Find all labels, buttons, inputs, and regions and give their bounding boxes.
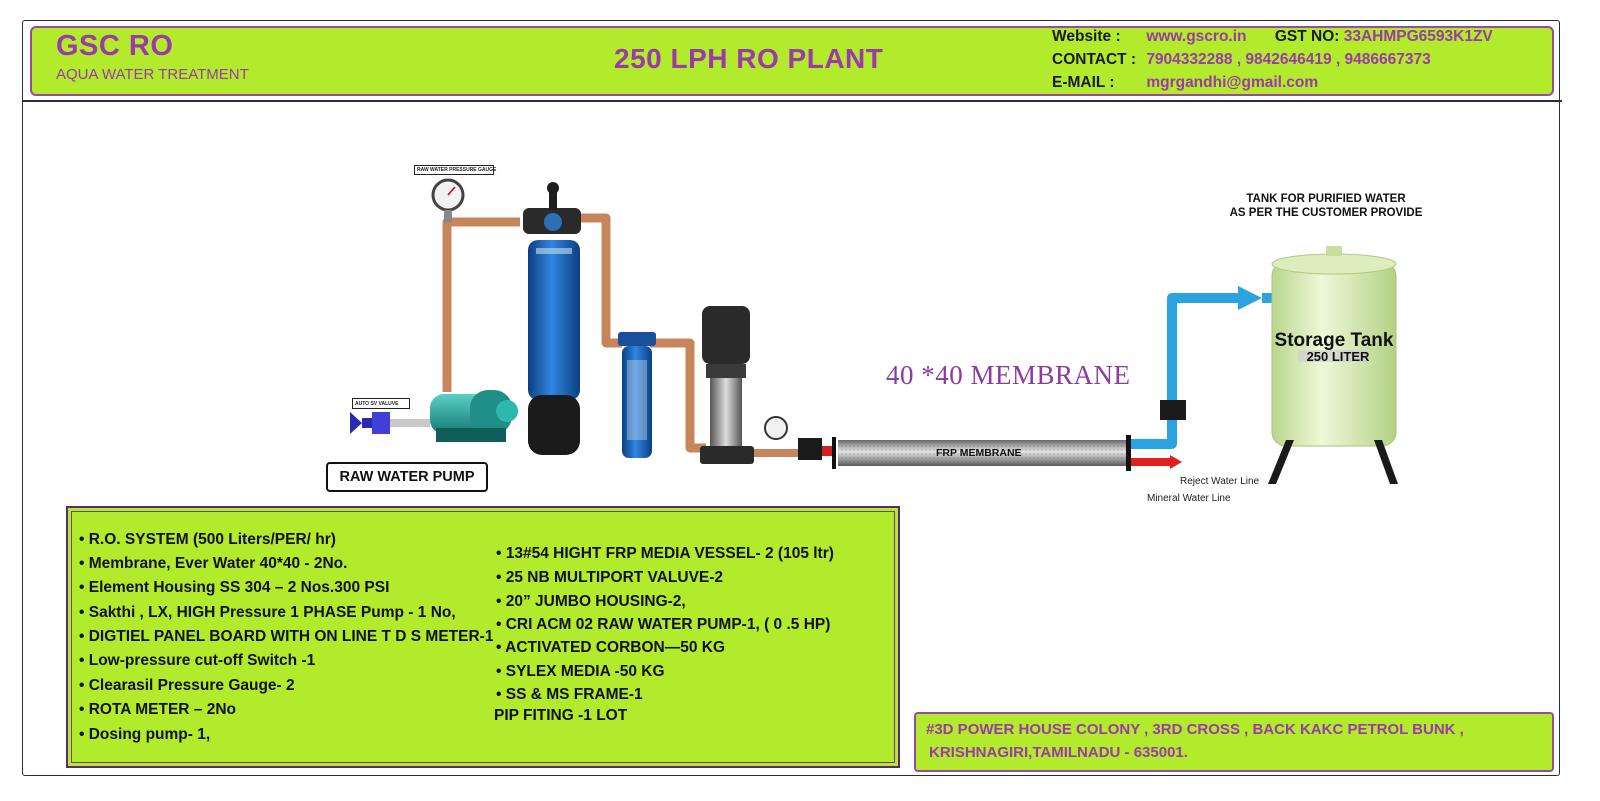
spec-item: • Dosing pump- 1,: [79, 726, 211, 743]
email-row: E-MAIL : mgrgandhi@gmail.com: [1052, 74, 1318, 92]
spec-item: • ROTA METER – 2No: [79, 701, 236, 718]
spec-item: • Clearasil Pressure Gauge- 2: [79, 677, 295, 694]
email-address[interactable]: mgrgandhi@gmail.com: [1146, 74, 1319, 91]
frp-membrane-icon: [832, 435, 1131, 471]
raw-water-pump-icon: [430, 390, 518, 442]
gst-label: GST NO:: [1274, 28, 1340, 45]
multiport-valve-icon: [523, 182, 581, 234]
tank-caption-line-2: AS PER THE CUSTOMER PROVIDE: [1229, 207, 1423, 219]
gst-number: 33AHMPG6593K1ZV: [1343, 28, 1493, 45]
specification-box: [66, 506, 900, 768]
address-line-1: #3D POWER HOUSE COLONY , 3RD CROSS , BAC…: [926, 721, 1464, 738]
website-label: Website :: [1052, 28, 1121, 45]
website-link[interactable]: www.gscro.in: [1146, 28, 1247, 45]
address-line-2: KRISHNAGIRI,TAMILNADU - 635001.: [929, 744, 1188, 761]
reject-water-line: [1131, 455, 1182, 469]
spec-item: • SS & MS FRAME-1: [496, 686, 643, 703]
auto-sv-valve-icon: [350, 412, 430, 434]
spec-item: • Low-pressure cut-off Switch -1: [79, 652, 316, 669]
pressure-gauge-icon: [431, 178, 465, 222]
membrane-title: 40 *40 MEMBRANE: [886, 360, 1131, 390]
spec-item: • ACTIVATED CORBON—50 KG: [496, 639, 726, 656]
rota-meter-icon: [1160, 400, 1186, 420]
spec-item: • 25 NB MULTIPORT VALUVE-2: [496, 569, 724, 586]
pressure-gauge-label: RAW WATER PRESSURE GAUGE: [414, 165, 496, 175]
spec-item: • 20” JUMBO HOUSING-2,: [496, 593, 686, 610]
email-label: E-MAIL :: [1052, 74, 1115, 91]
spec-item: • R.O. SYSTEM (500 Liters/PER/ hr): [79, 531, 336, 548]
website-row: Website : www.gscro.in GST NO: 33AHMPG65…: [1052, 28, 1493, 46]
spec-item: • DIGTIEL PANEL BOARD WITH ON LINE T D S…: [79, 628, 494, 645]
flow-arrow-icon: [1238, 286, 1262, 310]
auto-valve-label: AUTO SV VALUVE: [352, 398, 410, 409]
raw-water-pump-label: RAW WATER PUMP: [326, 462, 488, 492]
tank-caption-line-1: TANK FOR PURIFIED WATER: [1246, 193, 1406, 205]
mineral-water-line: [1131, 293, 1240, 449]
spec-item: • SYLEX MEDIA -50 KG: [496, 663, 665, 680]
spec-item: • 13#54 HIGHT FRP MEDIA VESSEL- 2 (105 l…: [496, 545, 834, 562]
page-title: 250 LPH RO PLANT: [614, 43, 884, 74]
spec-item: PIP FITING -1 LOT: [494, 707, 628, 724]
high-pressure-pump-icon: [700, 306, 788, 464]
page-frame: [22, 20, 1560, 776]
brand-tagline: AQUA WATER TREATMENT: [56, 66, 249, 83]
tank-capacity: 250 LITER: [1307, 349, 1370, 364]
contact-row: CONTACT : 7904332288 , 9842646419 , 9486…: [1052, 51, 1431, 69]
header-divider: [22, 100, 1562, 102]
jumbo-housing-icon: [618, 332, 656, 458]
membrane-inlet: [754, 438, 834, 460]
header-banner: [30, 26, 1554, 96]
spec-item: • CRI ACM 02 RAW WATER PUMP-1, ( 0 .5 HP…: [496, 616, 831, 633]
brand-name: GSC RO: [56, 30, 174, 62]
tank-caption: TANK FOR PURIFIED WATER AS PER THE CUSTO…: [1216, 192, 1436, 220]
spec-item: • Membrane, Ever Water 40*40 - 2No.: [79, 555, 348, 572]
address-box: [914, 712, 1554, 772]
reject-line-label: Reject Water Line: [1180, 476, 1260, 487]
storage-tank-icon: [1268, 246, 1398, 484]
frp-media-vessel-icon: [528, 240, 580, 455]
contact-label: CONTACT :: [1052, 51, 1137, 68]
spec-item: • Element Housing SS 304 – 2 Nos.300 PSI: [79, 579, 390, 596]
frp-membrane-label: FRP MEMBRANE: [936, 447, 1022, 459]
spec-item: • Sakthi , LX, HIGH Pressure 1 PHASE Pum…: [79, 604, 456, 621]
tank-name: Storage Tank: [1275, 330, 1394, 351]
mineral-line-label: Mineral Water Line: [1147, 493, 1231, 504]
contact-numbers: 7904332288 , 9842646419 , 9486667373: [1146, 51, 1431, 68]
